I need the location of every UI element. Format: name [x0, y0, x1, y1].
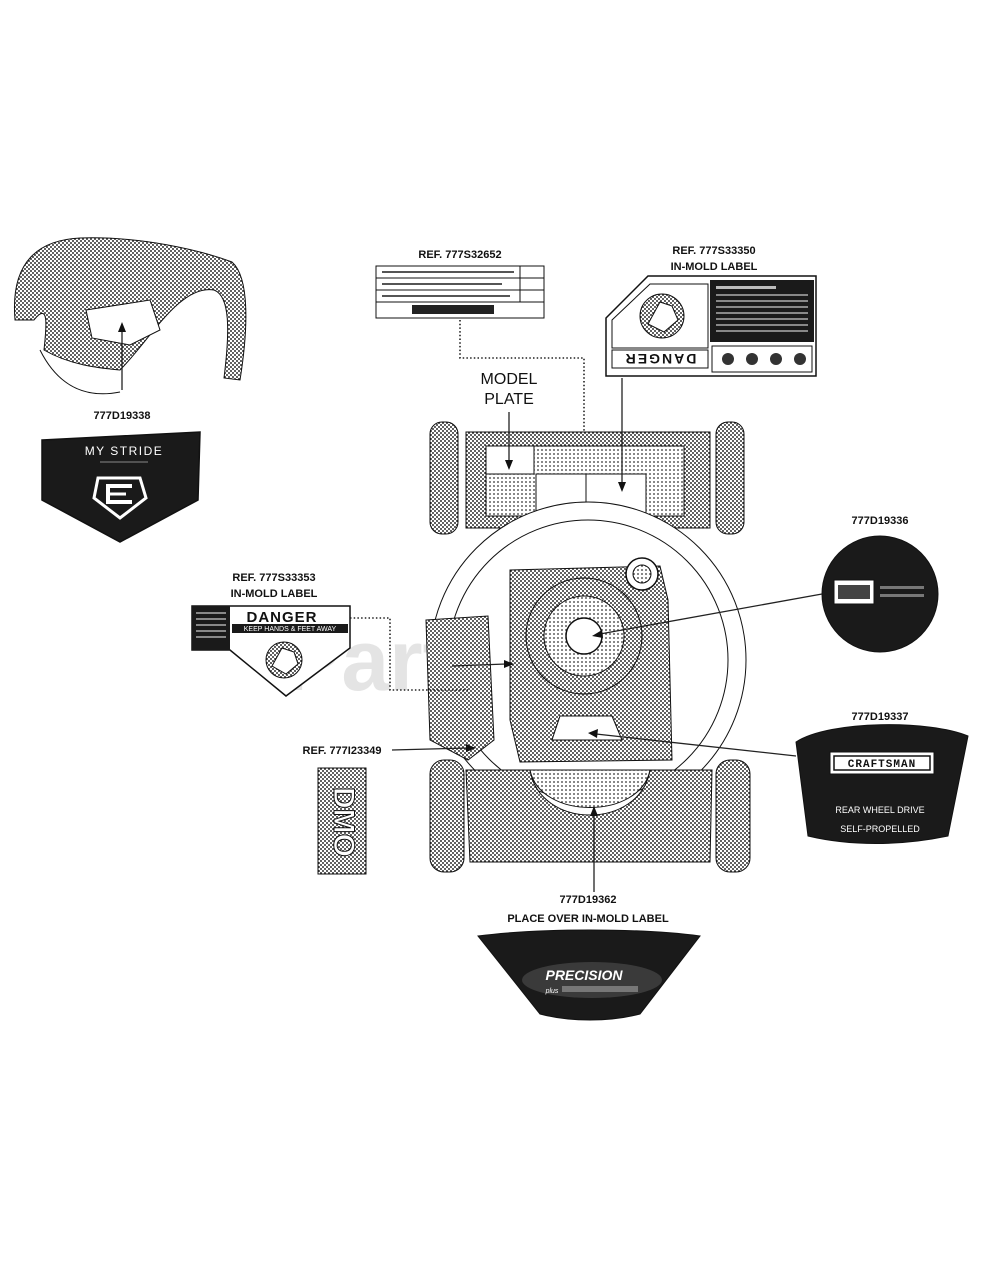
precision-text: PRECISION	[545, 967, 623, 983]
decal-dmo: DMO	[317, 767, 367, 875]
leader-777s33353	[350, 617, 468, 691]
rear-wheel-right	[715, 421, 745, 535]
danger-large-text: DANGER	[624, 351, 697, 367]
self-propelled-text: SELF-PROPELLED	[840, 824, 920, 834]
decal-precision-plus: PRECISION plus	[477, 929, 701, 1021]
craftsman-text: CRAFTSMAN	[848, 759, 916, 771]
part-label-777d19337: 777D19337	[852, 711, 909, 723]
rear-wheel-left	[429, 421, 459, 535]
front-wheel-right	[715, 759, 751, 873]
place-over-label: PLACE OVER IN-MOLD LABEL	[507, 913, 669, 925]
front-wheel-left	[429, 759, 465, 873]
model-label: MODEL	[481, 371, 538, 388]
decal-danger-left: DANGER KEEP HANDS & FEET AWAY	[191, 605, 351, 697]
arrow-icon	[504, 660, 514, 668]
handle-illustration	[13, 237, 247, 395]
mower-illustration	[425, 421, 751, 873]
arrow-icon	[618, 482, 626, 492]
decal-777d19336	[821, 535, 939, 653]
arrow-icon	[590, 806, 598, 816]
rear-wheel-drive-text: REAR WHEEL DRIVE	[835, 805, 924, 815]
leader-777s32652	[459, 320, 585, 548]
in-mold-label-top: IN-MOLD LABEL	[671, 261, 758, 273]
front-skirt	[465, 769, 713, 863]
left-side-panel	[425, 615, 495, 761]
arrow-icon	[588, 729, 598, 738]
leader-777i23349	[391, 747, 469, 751]
decal-ref-777s32652	[375, 265, 545, 319]
part-label-777d19336: 777D19336	[852, 515, 909, 527]
arrow-icon	[118, 322, 126, 332]
danger-left-text: DANGER	[246, 609, 317, 626]
my-stride-text: MY STRIDE	[85, 444, 164, 458]
craftsman-c-logo-icon	[92, 476, 148, 520]
model-plate-area	[485, 445, 535, 475]
dmo-text: DMO	[327, 787, 360, 857]
front-in-mold-area	[529, 769, 651, 808]
arrow-icon	[466, 744, 476, 752]
plate-label: PLATE	[484, 391, 534, 408]
hand-warning-icon	[265, 641, 303, 679]
in-mold-label-left: IN-MOLD LABEL	[231, 588, 318, 600]
part-label-777d19338: 777D19338	[94, 410, 151, 422]
part-label-777d19362: 777D19362	[560, 894, 617, 906]
plus-text: plus	[545, 988, 559, 995]
decal-my-stride: MY STRIDE	[41, 431, 201, 543]
arrow-icon	[592, 630, 603, 638]
ref-777s33353-label: REF. 777S33353	[232, 572, 315, 584]
hand-warning-icon	[639, 293, 685, 339]
leader-777d19336	[599, 593, 823, 635]
ref-777i23349-label: REF. 777I23349	[303, 745, 382, 757]
decal-danger-large: DANGER	[605, 275, 817, 377]
decal-777d19337: CRAFTSMAN REAR WHEEL DRIVE SELF-PROPELLE…	[795, 724, 969, 844]
leader-777d19337	[595, 733, 797, 757]
arrow-icon	[505, 460, 513, 470]
ref-777s33350-label: REF. 777S33350	[672, 245, 755, 257]
ref-777s32652-label: REF. 777S32652	[418, 249, 501, 261]
keep-hands-text: KEEP HANDS & FEET AWAY	[244, 626, 337, 633]
